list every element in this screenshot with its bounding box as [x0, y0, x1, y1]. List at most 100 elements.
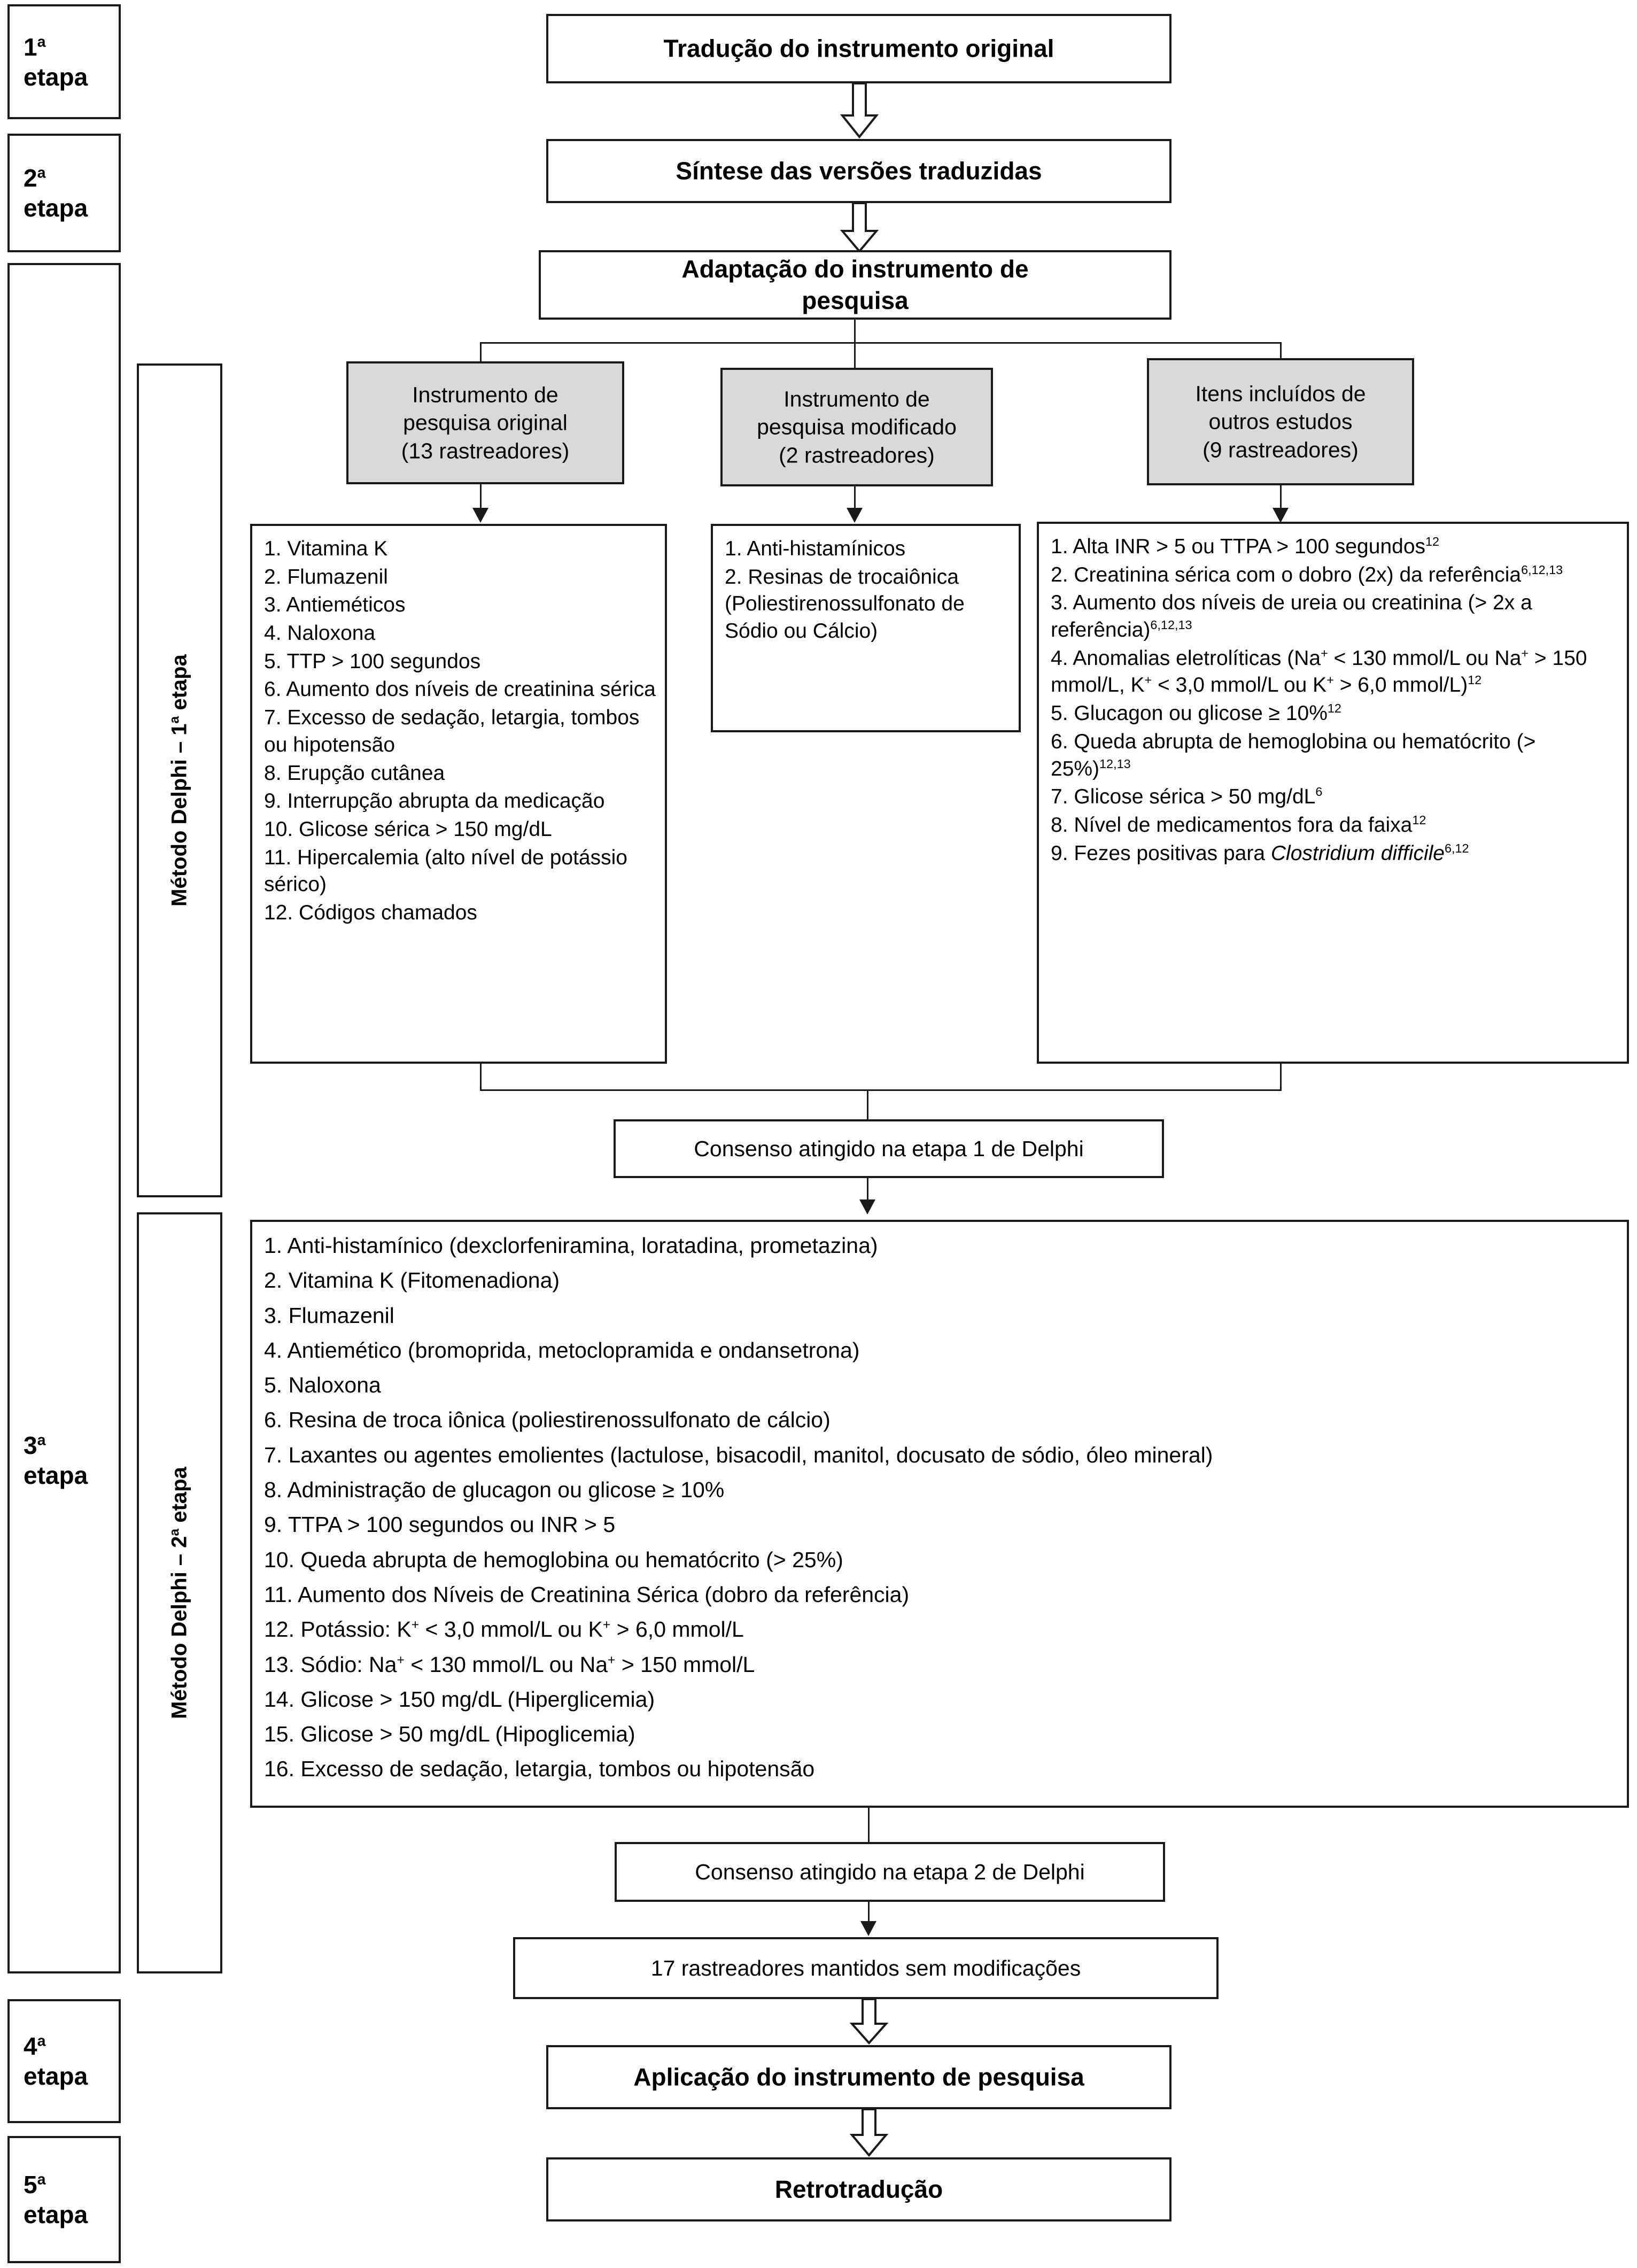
arrowhead-source3	[1273, 508, 1289, 523]
box-consensus-round1-text: Consenso atingido na etapa 1 de Delphi	[694, 1136, 1084, 1161]
list-item-other-studies: 5. Glucagon ou glicose ≥ 10%12	[1051, 701, 1341, 725]
connector-split-horizontal	[480, 342, 1282, 344]
box-trackers-kept: 17 rastreadores mantidos sem modificaçõe…	[513, 1937, 1219, 1999]
delphi-round1-band: Método Delphi – 1a etapa	[137, 363, 222, 1197]
stage-label-3: 3a etapa	[10, 1430, 119, 1490]
stage-word-4: etapa	[24, 2062, 88, 2090]
list-item-original: 9. Interrupção abrupta da medicação	[264, 789, 605, 813]
arrowhead-source2	[847, 508, 863, 523]
connector-source3-to-list	[1280, 485, 1282, 514]
box-consensus-round2-text: Consenso atingido na etapa 2 de Delphi	[695, 1859, 1085, 1884]
box-synthesis: Síntese das versões traduzidas	[546, 139, 1171, 203]
connector-merge-to-consensus1	[867, 1089, 868, 1120]
source-box-other-studies: Itens incluídos de outros estudos (9 ras…	[1147, 358, 1414, 485]
stage-label-2: 2a etapa	[10, 163, 119, 223]
list-item-other-studies: 1. Alta INR > 5 ou TTPA > 100 segundos12	[1051, 535, 1440, 558]
box-synthesis-text: Síntese das versões traduzidas	[676, 157, 1042, 185]
delphi-round2-label: Método Delphi – 2a etapa	[167, 1467, 191, 1719]
stage-ordinal-5: 5a	[24, 2170, 46, 2199]
list-item-other-studies: 8. Nível de medicamentos fora da faixa12	[1051, 812, 1426, 837]
connector-to-source-1	[480, 342, 482, 378]
box-translation-text: Tradução do instrumento original	[663, 34, 1054, 63]
delphi-round2-band: Método Delphi – 2a etapa	[137, 1212, 222, 1973]
list-item-round2: 1. Anti-histamínico (dexclorfeniramina, …	[264, 1233, 878, 1258]
stage-label-4: 4a etapa	[10, 2031, 119, 2091]
connector-list3-down	[1280, 1064, 1282, 1090]
block-arrow-application-to-backtranslation	[848, 2109, 890, 2157]
list-item-other-studies: 6. Queda abrupta de hemoglobina ou hemat…	[1051, 730, 1536, 780]
box-consensus-round2: Consenso atingido na etapa 2 de Delphi	[615, 1842, 1165, 1902]
list-item-original: 5. TTP > 100 segundos	[264, 649, 481, 673]
stage-ordinal-2: 2a	[24, 164, 46, 192]
list-box-other-studies: 1. Alta INR > 5 ou TTPA > 100 segundos12…	[1037, 522, 1629, 1064]
block-arrow-synthesis-to-adaptation	[838, 203, 881, 253]
stage-box-5: 5a etapa	[7, 2136, 121, 2263]
block-arrow-translation-to-synthesis	[838, 83, 881, 139]
list-item-round2: 10. Queda abrupta de hemoglobina ou hema…	[264, 1547, 843, 1572]
list-item-original: 4. Naloxona	[264, 622, 376, 645]
arrowhead-consensus2-to-trackers	[860, 1921, 876, 1936]
box-translation: Tradução do instrumento original	[546, 14, 1171, 83]
box-adaptation-text: Adaptação do instrumento de pesquisa	[541, 253, 1169, 316]
box-trackers-kept-text: 17 rastreadores mantidos sem modificaçõe…	[650, 1955, 1081, 1980]
stage-ordinal-3: 3a	[24, 1431, 46, 1459]
list-item-modified: 1. Anti-histamínicos	[725, 537, 906, 560]
stage-box-4: 4a etapa	[7, 1999, 121, 2123]
connector-round2list-down	[868, 1808, 870, 1843]
arrowhead-consensus1-to-round2list	[859, 1199, 875, 1214]
list-item-other-studies: 3. Aumento dos níveis de ureia ou creati…	[1051, 591, 1532, 642]
list-item-round2: 13. Sódio: Na+ < 130 mmol/L ou Na+ > 150…	[264, 1652, 755, 1677]
connector-list1-down	[480, 1064, 482, 1090]
list-item-other-studies: 2. Creatinina sérica com o dobro (2x) da…	[1051, 562, 1563, 586]
block-arrow-trackers-to-application	[848, 1999, 890, 2045]
stage-word-5: etapa	[24, 2201, 88, 2228]
list-item-round2: 5. Naloxona	[264, 1373, 381, 1398]
list-item-round2: 2. Vitamina K (Fitomenadiona)	[264, 1268, 560, 1293]
source-box-modified-text: Instrumento de pesquisa modificado (2 ra…	[757, 386, 957, 468]
stage-word-2: etapa	[24, 194, 88, 222]
arrowhead-source1	[472, 508, 488, 523]
stage-label-5: 5a etapa	[10, 2170, 119, 2230]
list-item-round2: 3. Flumazenil	[264, 1303, 394, 1328]
list-item-original: 11. Hipercalemia (alto nível de potássio…	[264, 846, 627, 896]
connector-adaptation-down	[854, 320, 856, 343]
list-item-original: 10. Glicose sérica > 150 mg/dL	[264, 817, 552, 841]
connector-source1-to-list	[480, 484, 482, 514]
list-item-round2: 9. TTPA > 100 segundos ou INR > 5	[264, 1512, 616, 1537]
list-item-original: 2. Flumazenil	[264, 565, 388, 589]
list-box-round2: 1. Anti-histamínico (dexclorfeniramina, …	[250, 1220, 1629, 1808]
list-item-round2: 4. Antiemético (bromoprida, metocloprami…	[264, 1337, 860, 1363]
list-item-round2: 16. Excesso de sedação, letargia, tombos…	[264, 1756, 815, 1782]
source-box-original-text: Instrumento de pesquisa original (13 ras…	[401, 382, 570, 463]
box-adaptation: Adaptação do instrumento de pesquisa	[539, 250, 1171, 320]
connector-to-source-2	[854, 342, 856, 378]
source-box-original: Instrumento de pesquisa original (13 ras…	[346, 361, 624, 484]
list-item-other-studies: 7. Glicose sérica > 50 mg/dL6	[1051, 785, 1323, 809]
box-application-text: Aplicação do instrumento de pesquisa	[633, 2063, 1084, 2091]
box-consensus-round1: Consenso atingido na etapa 1 de Delphi	[614, 1119, 1164, 1178]
stage-box-2: 2a etapa	[7, 134, 121, 252]
list-item-original: 12. Códigos chamados	[264, 901, 477, 924]
box-back-translation: Retrotradução	[546, 2157, 1171, 2221]
list-item-round2: 14. Glicose > 150 mg/dL (Hiperglicemia)	[264, 1686, 655, 1712]
list-item-round2: 8. Administração de glucagon ou glicose …	[264, 1477, 725, 1503]
list-item-other-studies: 4. Anomalias eletrolíticas (Na+ < 130 mm…	[1051, 646, 1587, 697]
list-item-round2: 6. Resina de troca iônica (poliestirenos…	[264, 1407, 831, 1433]
box-adaptation-line2: pesquisa	[802, 287, 909, 314]
list-item-round2: 7. Laxantes ou agentes emolientes (lactu…	[264, 1442, 1213, 1467]
list-item-original: 1. Vitamina K	[264, 537, 388, 560]
list-item-other-studies: 9. Fezes positivas para Clostridium diff…	[1051, 841, 1469, 865]
connector-merge-round1	[480, 1089, 1282, 1091]
stage-label-1: 1a etapa	[10, 32, 119, 91]
connector-source2-to-list	[854, 486, 856, 514]
stage-box-1: 1a etapa	[7, 4, 121, 119]
source-box-other-studies-text: Itens incluídos de outros estudos (9 ras…	[1195, 381, 1366, 462]
stage-word-1: etapa	[24, 63, 88, 91]
list-item-original: 8. Erupção cutânea	[264, 761, 445, 785]
source-box-modified: Instrumento de pesquisa modificado (2 ra…	[720, 368, 993, 486]
list-item-round2: 12. Potássio: K+ < 3,0 mmol/L ou K+ > 6,…	[264, 1617, 744, 1642]
box-adaptation-line1: Adaptação do instrumento de	[681, 255, 1029, 283]
